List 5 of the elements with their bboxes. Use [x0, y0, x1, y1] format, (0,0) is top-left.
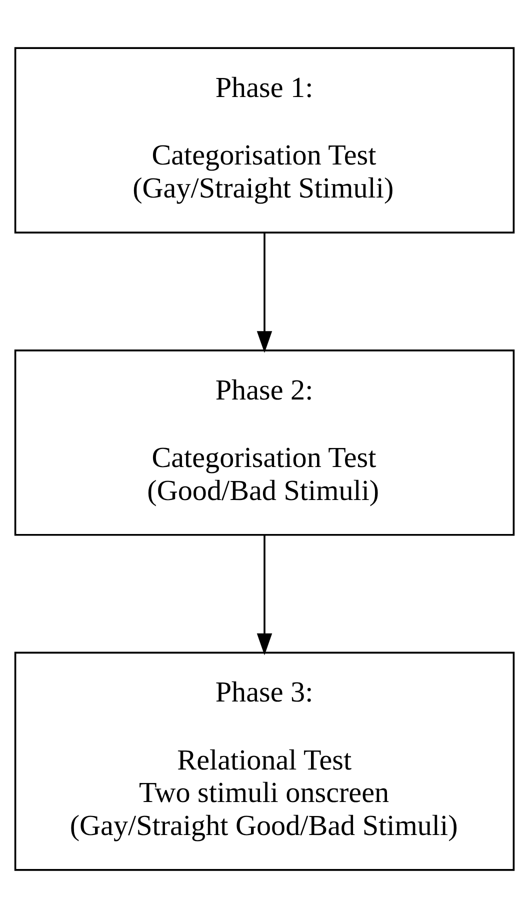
node-box: Phase 3: Relational Test Two stimuli onscreen (Gay/Straight Good/Bad Stimuli) [14, 651, 515, 870]
arrow [256, 232, 272, 352]
arrow [256, 534, 272, 655]
node-box: Phase 2: Categorisation Test (Good/Bad Stimuli) [14, 349, 515, 536]
node-box: Phase 1: Categorisation Test (Gay/Straight Stimuli) [14, 46, 515, 233]
